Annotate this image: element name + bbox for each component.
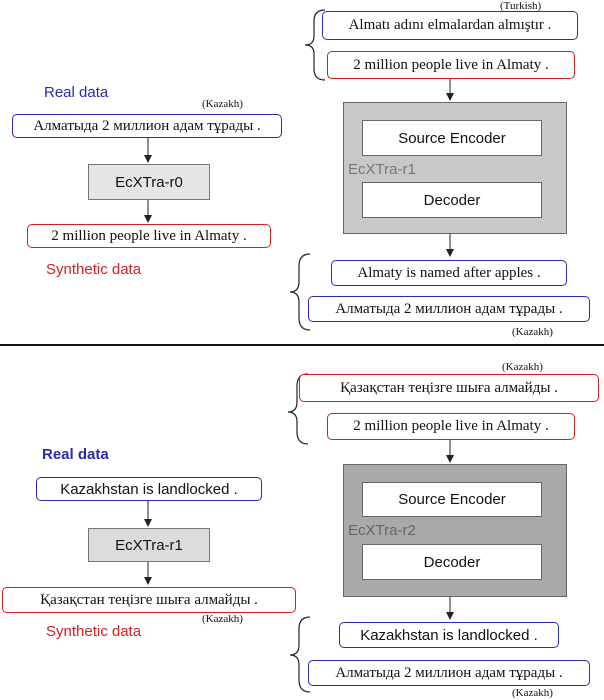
lang-tag-kazakh-left-top: (Kazakh): [202, 98, 243, 110]
model-label-ecxtra-r1-top: EcXTra-r1: [348, 161, 416, 178]
model-label-ecxtra-r2: EcXTra-r2: [348, 522, 416, 539]
sentence-english-output-top: 2 million people live in Almaty .: [27, 224, 271, 248]
sentence-kazakh-input-bottom: Қазақстан теңізге шыға алмайды .: [299, 374, 599, 402]
brace-bottom-inputs: [287, 373, 309, 445]
brace-top-inputs: [304, 9, 326, 81]
legend-synthetic-data-bottom: Synthetic data: [46, 623, 142, 640]
sentence-turkish-input: Almatı adını elmalardan almıştır .: [322, 11, 578, 40]
sentence-english-input-bottom-right: 2 million people live in Almaty .: [327, 413, 575, 440]
lang-tag-kazakh-right-bottom: (Kazakh): [512, 687, 553, 699]
model-box-ecxtra-r1-left: EcXTra-r1: [88, 528, 210, 562]
sentence-english-input-bottom: Kazakhstan is landlocked .: [36, 477, 262, 501]
brace-top-outputs: [289, 253, 311, 331]
model-box-ecxtra-r0: EcXTra-r0: [88, 164, 210, 200]
legend-synthetic-data-top: Synthetic data: [46, 261, 142, 278]
lang-tag-kazakh-right-top: (Kazakh): [512, 326, 553, 338]
sentence-kazakh-output-b-bottom: Алматыда 2 миллион адам тұрады .: [308, 660, 590, 686]
sentence-english-input-top: 2 million people live in Almaty .: [327, 51, 575, 79]
sentence-kazakh-output-b-top: Алматыда 2 миллион адам тұрады .: [308, 296, 590, 322]
lang-tag-turkish: (Turkish): [500, 0, 542, 12]
sentence-kazakh-output-bottom: Қазақстан теңізге шыға алмайды .: [2, 587, 296, 613]
legend-real-data-bottom: Real data: [42, 446, 109, 463]
lang-tag-kazakh-left-bottom: (Kazakh): [202, 613, 243, 625]
decoder-box-top: Decoder: [362, 182, 542, 218]
decoder-box-bottom: Decoder: [362, 544, 542, 580]
source-encoder-box-top: Source Encoder: [362, 120, 542, 156]
lang-tag-kazakh-top-right-bottom: (Kazakh): [502, 361, 543, 373]
source-encoder-box-bottom: Source Encoder: [362, 482, 542, 517]
sentence-english-output-a-bottom: Kazakhstan is landlocked .: [339, 622, 559, 648]
sentence-english-output-a-top: Almaty is named after apples .: [331, 260, 567, 286]
sentence-kazakh-input-top: Алматыда 2 миллион адам тұрады .: [12, 114, 282, 138]
legend-real-data-top: Real data: [44, 84, 109, 101]
brace-bottom-outputs: [289, 616, 311, 693]
